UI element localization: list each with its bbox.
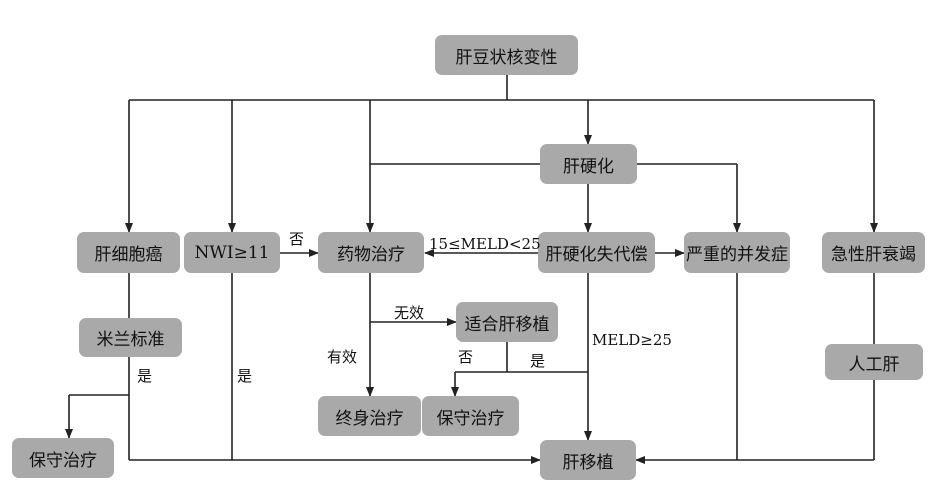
label-invalid: 无效 [394,304,425,322]
label-yes-suitable: 是 [530,352,546,370]
label-yes-nwi: 是 [237,367,253,385]
node-acute-liver-failure: 急性肝衰竭 [822,232,925,273]
node-wilson-disease: 肝豆状核变性 [435,35,578,75]
node-conservative-treatment-left: 保守治疗 [12,438,114,478]
label-meld-25: MELD≥25 [592,331,672,349]
label-no-nwi: 否 [289,230,305,248]
node-cirrhosis: 肝硬化 [540,144,637,184]
node-liver-transplant: 肝移植 [540,440,636,480]
label-meld-15-25: 15≤MELD<25 [429,235,541,253]
node-severe-complications: 严重的并发症 [684,232,790,273]
node-milan-criteria: 米兰标准 [79,318,182,357]
node-conservative-treatment-mid: 保守治疗 [422,396,519,436]
node-drug-therapy: 药物治疗 [318,232,424,273]
label-valid: 有效 [327,348,358,366]
node-lifelong-treatment: 终身治疗 [318,396,421,436]
node-nwi: NWI≥11 [184,232,280,273]
node-decompensated-cirrhosis: 肝硬化失代偿 [538,232,655,273]
node-artificial-liver: 人工肝 [825,344,923,380]
node-hcc: 肝细胞癌 [77,232,180,273]
label-yes-milan: 是 [137,367,153,385]
node-suitable-transplant: 适合肝移植 [456,302,558,342]
label-no-suitable: 否 [458,348,474,366]
